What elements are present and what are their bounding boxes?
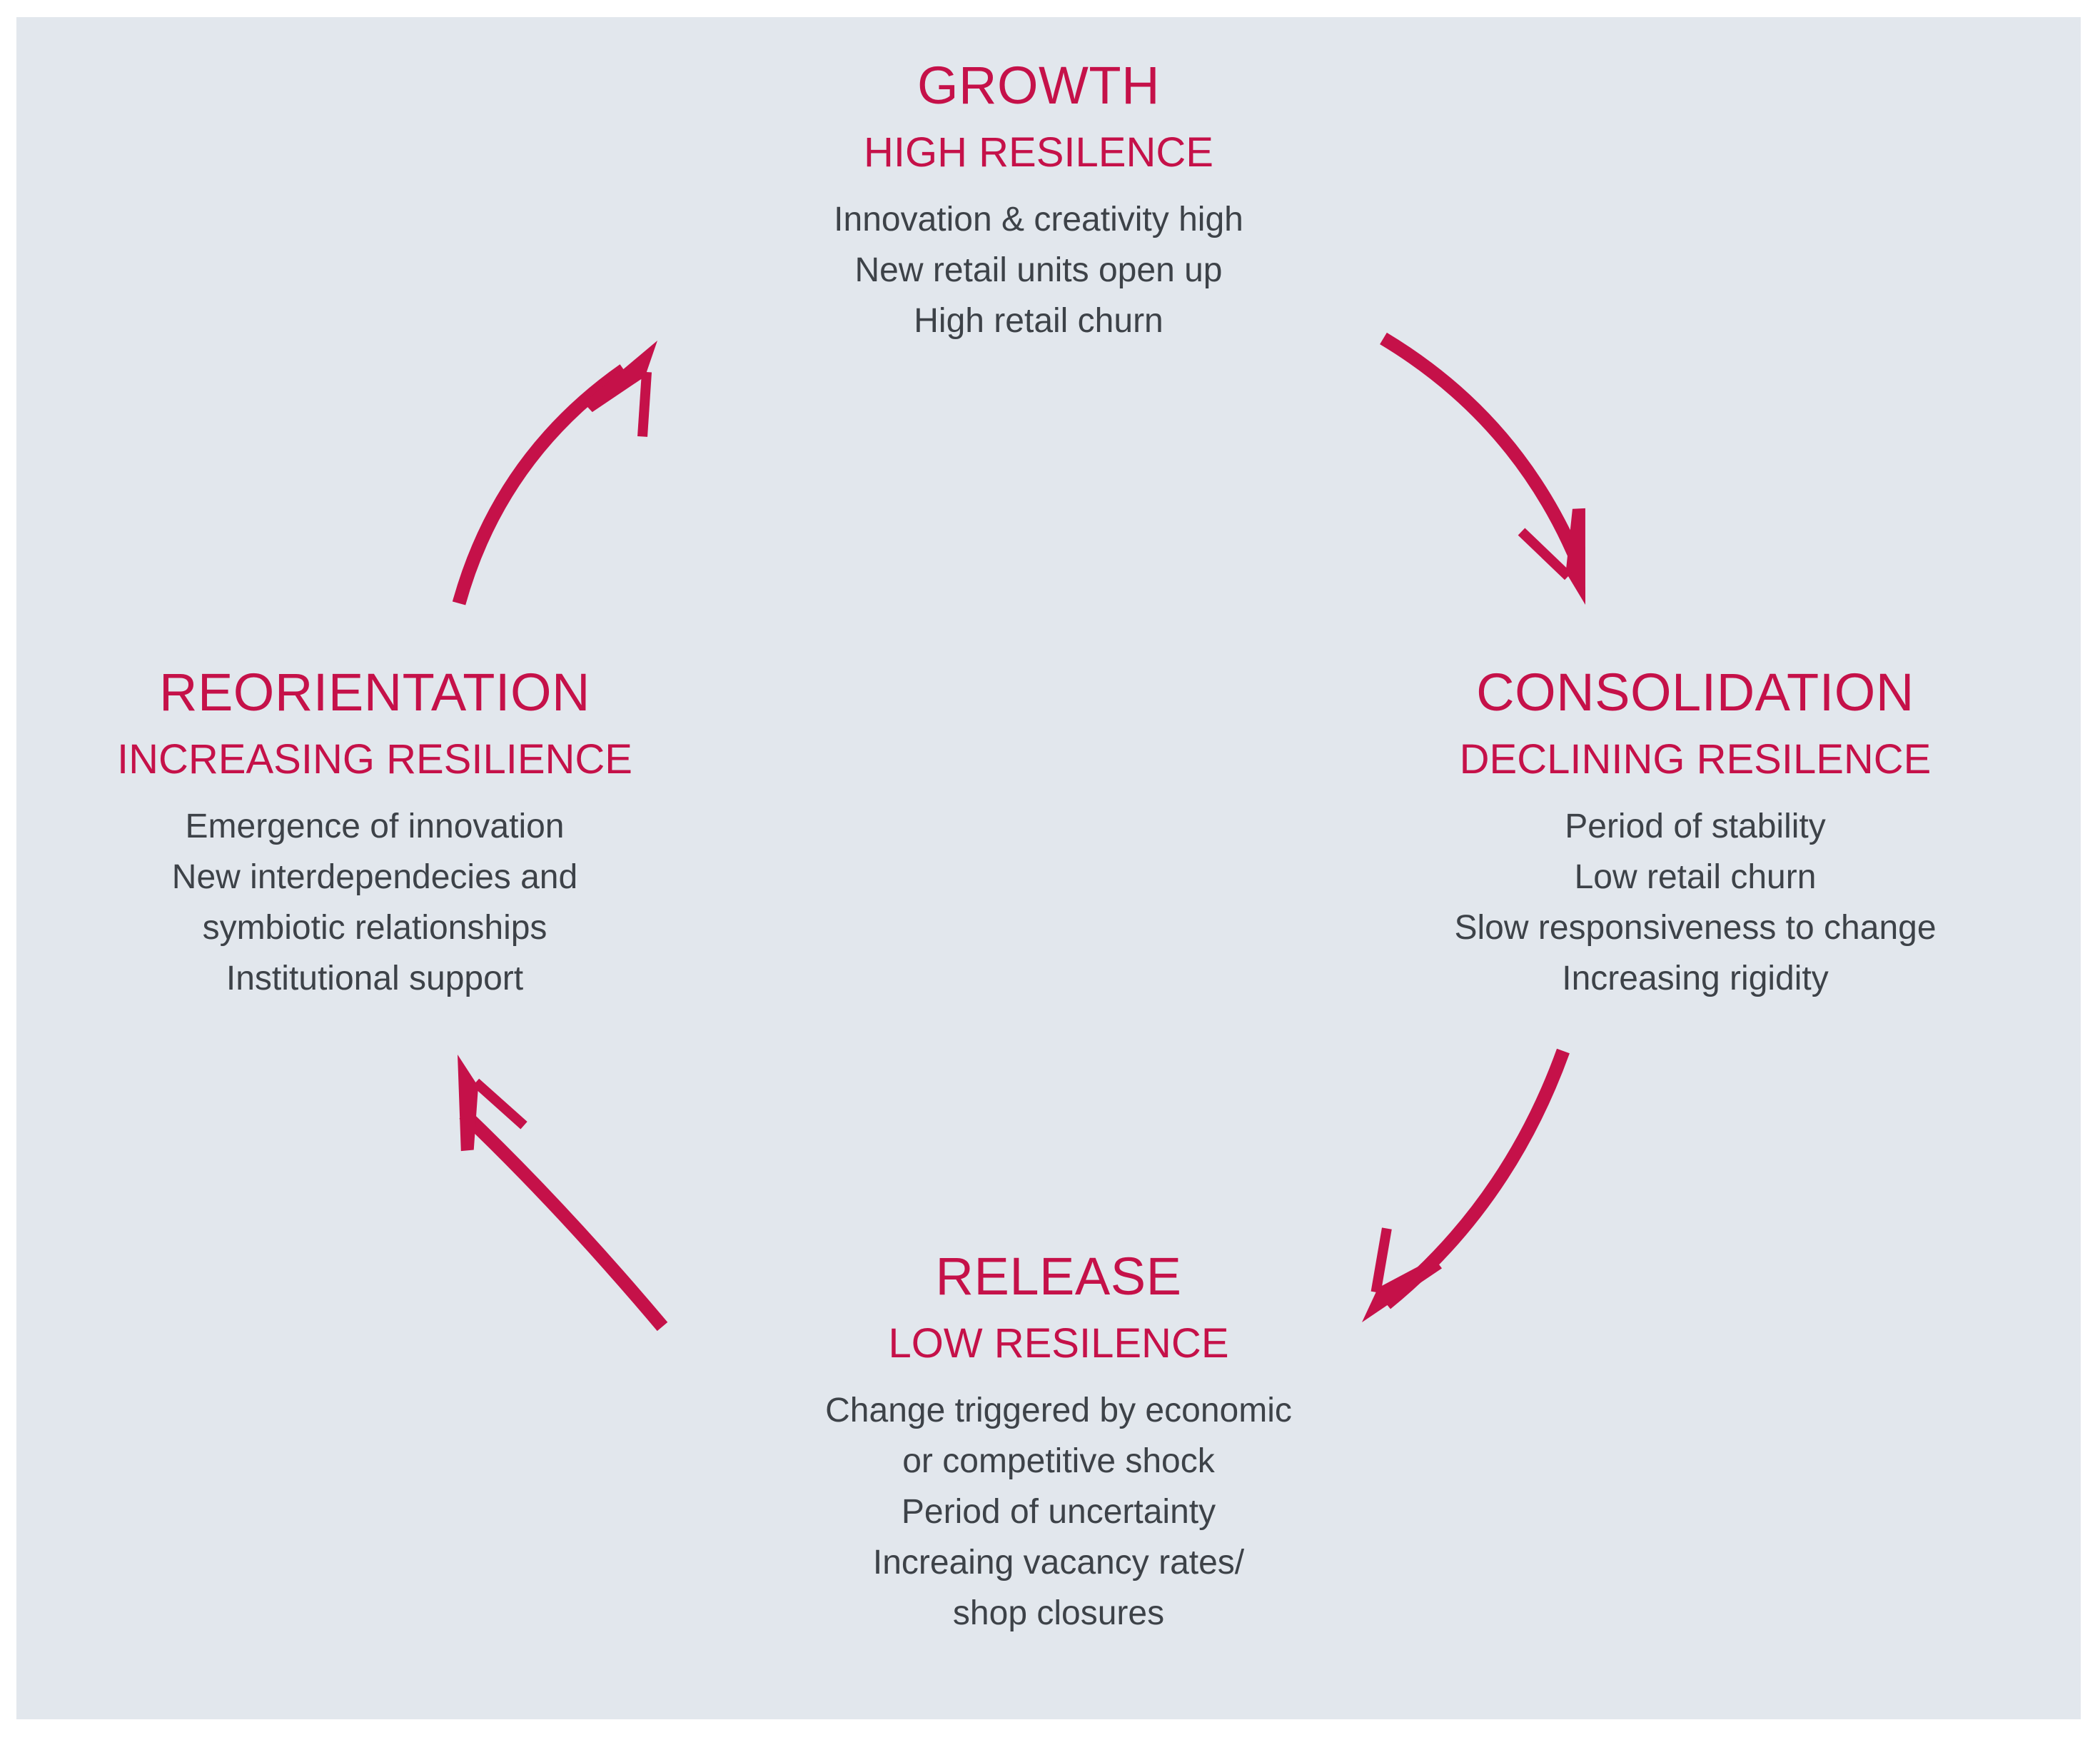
phase-reorientation-description: Emergence of innovation New interdepende… [18,801,732,1004]
phase-reorientation-title: REORIENTATION [159,663,590,722]
arrow-growth-to-consolidation-icon [1380,332,1585,605]
phase-growth-description: Innovation & creativity high New retail … [682,194,1395,346]
phase-growth-line: Innovation & creativity high [834,201,1243,238]
phase-release-subtitle: LOW RESILENCE [888,1320,1229,1367]
phase-release-title: RELEASE [935,1247,1182,1306]
phase-release-line: shop closures [952,1594,1165,1632]
phase-growth-title: GROWTH [917,56,1161,115]
arrow-release-to-reorientation-icon [458,1055,668,1332]
phase-release-line: Change triggered by economic [825,1392,1292,1429]
phase-consolidation-line: Slow responsiveness to change [1454,909,1937,947]
arrow-consolidation-to-release-icon [1362,1048,1570,1322]
phase-reorientation-line: Emergence of innovation [185,808,565,845]
phase-consolidation: CONSOLIDATION DECLINING RESILENCE Period… [1338,664,2052,1004]
phase-growth-subtitle: HIGH RESILENCE [864,129,1213,176]
arrow-reorientation-to-growth-icon [452,341,657,605]
diagram-panel [16,17,2081,1719]
phase-consolidation-title: CONSOLIDATION [1476,663,1914,722]
phase-consolidation-subtitle: DECLINING RESILENCE [1459,736,1932,783]
phase-release-line: Increaing vacancy rates/ [872,1544,1245,1581]
phase-consolidation-line: Low retail churn [1574,858,1817,896]
phase-reorientation-line: New interdependecies and [171,858,578,896]
phase-consolidation-description: Period of stability Low retail churn Slo… [1338,801,2052,1004]
phase-release: RELEASE LOW RESILENCE Change triggered b… [702,1248,1415,1639]
phase-reorientation-line: Institutional support [226,960,524,997]
phase-reorientation: REORIENTATION INCREASING RESILIENCE Emer… [18,664,732,1004]
phase-consolidation-line: Increasing rigidity [1562,960,1829,997]
phase-release-line: or competitive shock [902,1442,1215,1480]
phase-growth: GROWTH HIGH RESILENCE Innovation & creat… [682,57,1395,346]
phase-release-line: Period of uncertainty [901,1493,1216,1531]
phase-reorientation-subtitle: INCREASING RESILIENCE [117,736,632,783]
phase-release-description: Change triggered by economic or competit… [702,1385,1415,1639]
phase-growth-line: High retail churn [914,302,1163,340]
phase-consolidation-line: Period of stability [1565,808,1826,845]
phase-growth-line: New retail units open up [854,251,1223,289]
phase-reorientation-line: symbiotic relationships [202,909,547,947]
